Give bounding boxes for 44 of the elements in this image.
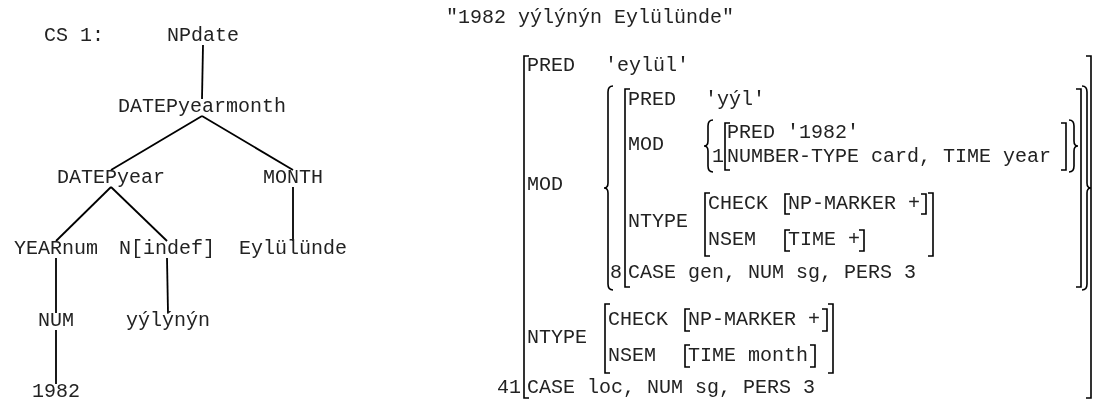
tree-node-label: Eylülünde xyxy=(239,238,347,260)
tree-node-label: MONTH xyxy=(263,167,323,189)
feature-name: NSEM xyxy=(708,229,756,251)
tree-branch-line xyxy=(55,329,57,385)
tree-branch-line xyxy=(110,115,203,171)
tree-node-label: YEARnum xyxy=(14,238,98,260)
tree-node-label: NUM xyxy=(38,310,74,332)
feature-value: TIME + xyxy=(788,229,860,251)
tree-branch-line xyxy=(292,186,294,242)
sentence-label: "1982 yýlýnýn Eylülünde" xyxy=(446,7,735,29)
structure-label: CS 1: xyxy=(44,25,104,47)
feature-name: NTYPE xyxy=(628,211,688,233)
feature-value: TIME month xyxy=(688,345,809,367)
feature-value: 'yýl' xyxy=(705,89,765,111)
feature-value: CASE gen, NUM sg, PERS 3 xyxy=(628,262,917,284)
tree-branch-line xyxy=(166,257,169,314)
feature-name: NTYPE xyxy=(527,327,587,349)
feature-value: 'eylül' xyxy=(605,55,689,77)
tree-node-label: yýlýnýn xyxy=(126,310,210,332)
tree-branch-line xyxy=(55,186,112,242)
tree-branch-line xyxy=(110,186,168,242)
tree-node-label: DATEPyear xyxy=(57,167,165,189)
tree-node-label: NPdate xyxy=(167,25,239,47)
tree-node-label: N[indef] xyxy=(119,238,215,260)
tree-node-label: 1982 xyxy=(32,381,80,403)
feature-name: CHECK xyxy=(708,193,768,215)
feature-value: NUMBER-TYPE card, TIME year xyxy=(727,146,1052,168)
tree-node-label: DATEPyearmonth xyxy=(118,96,286,118)
feature-value: PRED '1982' xyxy=(727,122,860,144)
feature-value: CASE loc, NUM sg, PERS 3 xyxy=(527,377,816,399)
index-number: 8 xyxy=(610,262,622,284)
feature-name: CHECK xyxy=(608,309,668,331)
tree-branch-line xyxy=(201,44,204,100)
feature-name: PRED xyxy=(527,55,575,77)
index-number: 41 xyxy=(497,377,521,399)
feature-name: MOD xyxy=(628,134,664,156)
feature-value: NP-MARKER + xyxy=(688,309,821,331)
feature-name: PRED xyxy=(628,89,676,111)
index-number: 1 xyxy=(712,146,724,168)
tree-branch-line xyxy=(201,115,294,171)
feature-name: MOD xyxy=(527,174,563,196)
feature-value: NP-MARKER + xyxy=(788,193,921,215)
tree-branch-line xyxy=(55,257,57,314)
feature-name: NSEM xyxy=(608,345,656,367)
